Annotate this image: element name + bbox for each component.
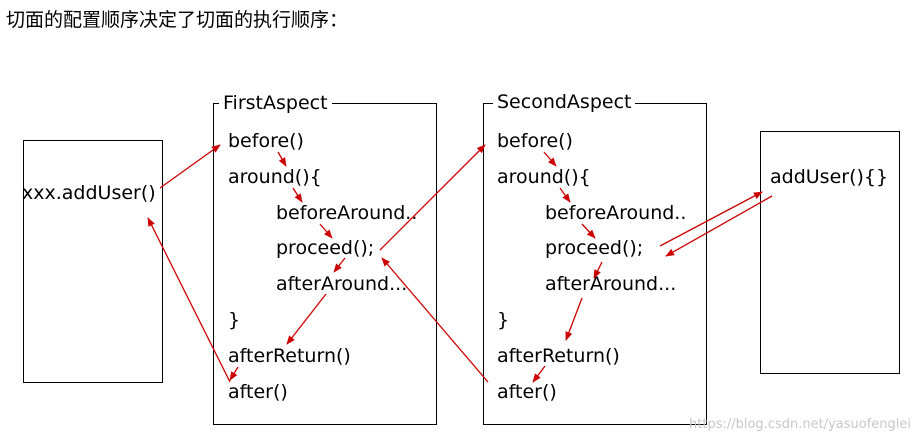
second-after: after() [497, 381, 557, 403]
target-method-label: addUser(){} [770, 166, 889, 188]
first-after-return: afterReturn() [228, 345, 351, 367]
first-around-open: around(){ [228, 166, 322, 188]
diagram-heading: 切面的配置顺序决定了切面的执行顺序： [6, 9, 349, 31]
first-aspect-title: FirstAspect [219, 92, 332, 114]
second-after-return: afterReturn() [497, 345, 620, 367]
first-around-close: } [228, 309, 241, 331]
first-before: before() [228, 130, 304, 152]
caller-call-label: xxx.addUser() [22, 182, 156, 204]
second-before-around: beforeAround.. [545, 202, 687, 224]
arrow-call-to-first-before [159, 144, 221, 189]
watermark: https://blog.csdn.net/yasuofenglei [689, 417, 911, 432]
first-after: after() [228, 381, 288, 403]
caller-box [23, 140, 163, 383]
second-around-open: around(){ [497, 166, 591, 188]
second-before: before() [497, 130, 573, 152]
second-aspect-title: SecondAspect [493, 91, 636, 113]
first-before-around: beforeAround.. [276, 202, 418, 224]
second-proceed: proceed(); [545, 237, 644, 259]
first-proceed: proceed(); [276, 237, 375, 259]
second-after-around: afterAround... [545, 273, 677, 295]
first-after-around: afterAround... [276, 273, 408, 295]
second-around-close: } [497, 309, 510, 331]
